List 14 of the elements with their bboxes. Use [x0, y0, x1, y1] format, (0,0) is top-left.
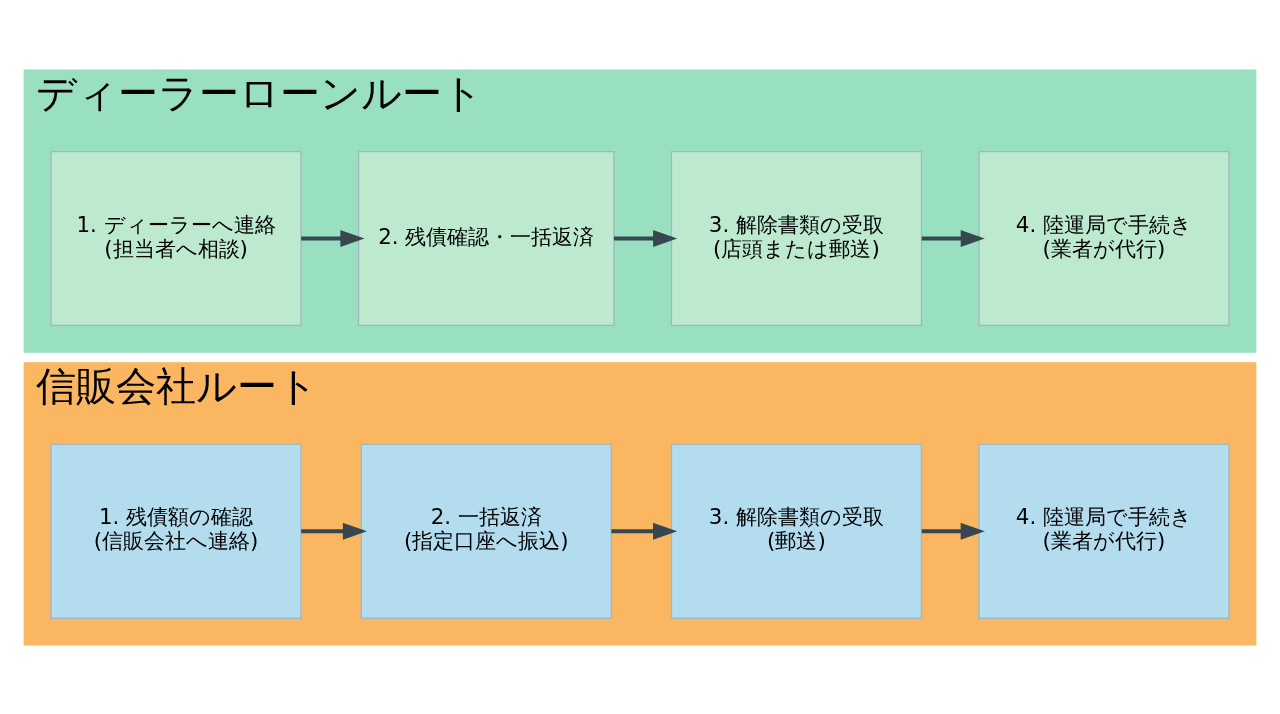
node-box: 2. 残債確認・一括返済 [357, 150, 615, 326]
node-box: 1. 残債額の確認 (信販会社へ連絡) [50, 443, 302, 619]
arrow [301, 229, 365, 247]
arrow [921, 522, 985, 540]
node-box: 3. 解除書類の受取 (店頭または郵送) [670, 150, 923, 326]
arrow [301, 522, 367, 540]
arrow [611, 522, 678, 540]
node-box: 4. 陸運局で手続き (業者が代行) [978, 443, 1230, 619]
arrow [614, 229, 678, 247]
node-box: 3. 解除書類の受取 (郵送) [670, 443, 923, 619]
node-box: 1. ディーラーへ連絡 (担当者へ相談) [50, 150, 302, 326]
node-box: 4. 陸運局で手続き (業者が代行) [978, 150, 1230, 326]
node-box: 2. 一括返済 (指定口座へ振込) [360, 443, 612, 619]
arrow [921, 229, 985, 247]
